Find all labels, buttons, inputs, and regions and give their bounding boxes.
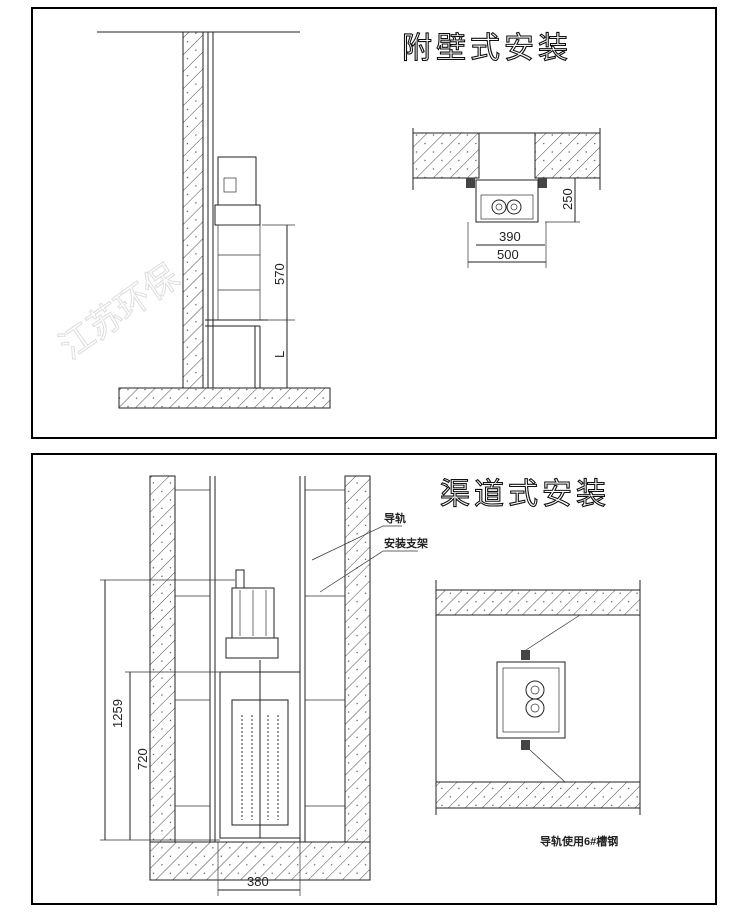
wall-mounted-panel: 570 L 附壁式安装 250 390 500	[31, 7, 717, 439]
channel-section-view: 1259 720 380 导轨 安装支架	[100, 475, 428, 896]
channel-panel: 1259 720 380 导轨 安装支架 渠道式安装 导轨使用6#槽钢	[31, 453, 717, 905]
bracket-label: 安装支架	[384, 536, 428, 550]
dim-390: 390	[499, 229, 521, 244]
plan-view-top: 250 390 500	[412, 128, 601, 268]
wall-mounted-title: 附壁式安装	[402, 31, 572, 66]
rail-note: 导轨使用6#槽钢	[540, 834, 618, 848]
dim-1259: 1259	[110, 699, 125, 728]
guide-rail-label: 导轨	[384, 511, 406, 525]
dim-570: 570	[272, 263, 287, 285]
side-view: 570 L	[97, 31, 331, 409]
watermark: 江苏环保	[53, 257, 186, 366]
dim-l: L	[272, 351, 287, 358]
dim-500: 500	[497, 247, 519, 262]
channel-title: 渠道式安装	[440, 477, 610, 512]
dim-250: 250	[560, 188, 575, 210]
plan-view-bottom: 导轨使用6#槽钢	[435, 580, 641, 848]
dim-380: 380	[247, 874, 269, 889]
dim-720: 720	[135, 748, 150, 770]
